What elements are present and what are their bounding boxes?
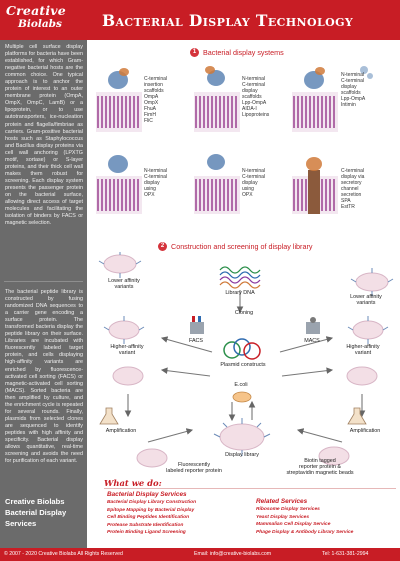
system-caption-4: N-terminal C-terminal display using OPX (144, 168, 168, 198)
lipid-lines-row-2 (97, 179, 335, 211)
section-1-title: Bacterial display systems (203, 47, 284, 57)
sidebar-divider (4, 281, 83, 282)
logo-line-2: Biolabs (18, 18, 62, 30)
plasmid-icons (223, 338, 261, 360)
label-display-library: Display library (225, 452, 259, 458)
footer-bar: © 2007 - 2020 Creative Biolabs All Right… (0, 548, 400, 561)
service-link-library-construction[interactable]: Bacterial Display Library Construction (107, 500, 197, 505)
ecoli-icon (232, 391, 252, 403)
label-fluorescent-reporter: Fluorescently labeled reporter protein (166, 462, 222, 475)
label-facs: FACS (188, 338, 204, 344)
related-link-ribosome[interactable]: Ribosome Display Services (256, 507, 320, 512)
bacterial-services-column: Bacterial Display Services Bacterial Dis… (107, 490, 196, 537)
system-caption-1: C-terminal insertion scaffolds OmpA OmpX… (144, 76, 168, 124)
service-link-epitope-mapping[interactable]: Epitope Mapping by Bacterial Display (107, 507, 195, 513)
service-link-protease-substrate[interactable]: Protease Substrate Identification (107, 522, 184, 528)
system-caption-5: N-terminal C-terminal display using OPX (242, 168, 266, 198)
proteins-row-1 (108, 70, 324, 89)
footer-email[interactable]: Email: info@creative-biolabs.com (194, 551, 272, 557)
label-library-dna: Library DNA (225, 290, 255, 296)
what-we-do-divider (104, 488, 396, 489)
label-lower-affinity-right: Lower affinity variants (350, 294, 382, 307)
section-1-header: 1 Bacterial display systems (190, 47, 284, 57)
membrane-illustration (96, 66, 373, 214)
label-ecoli: E.coli (234, 382, 248, 388)
brand-line-3: Services (5, 519, 37, 528)
related-link-phage[interactable]: Phage Display & Antibody Library Service (256, 529, 354, 535)
service-link-ligand-screening[interactable]: Protein Binding Ligand Screening (107, 530, 186, 536)
header-bar: Creative Biolabs Bacterial Display Techn… (0, 0, 400, 40)
section-1-number: 1 (190, 47, 199, 57)
macs-instrument (306, 317, 320, 334)
label-amplification-left: Amplification (105, 428, 137, 434)
display-systems-illustration: C-terminal insertion scaffolds OmpA OmpX… (92, 58, 396, 233)
logo-line-1: Creative (6, 3, 66, 18)
related-link-yeast[interactable]: Yeast Display Services (256, 514, 310, 520)
label-lower-affinity-left: Lower affinity variants (108, 278, 140, 291)
related-services-column: Related Services Ribosome Display Servic… (256, 497, 353, 536)
surface-proteins (98, 250, 394, 456)
lipid-lines-row-1 (97, 96, 335, 128)
label-biotin-reporter: Biotin tagged reporter protein & strepta… (286, 458, 354, 477)
footer-tel[interactable]: Tel: 1-631-381-2994 (322, 551, 369, 557)
service-link-cell-binding[interactable]: Cell Binding Peptides Identification (107, 515, 190, 521)
what-we-do-title: What we do: (104, 478, 162, 488)
label-macs: MACS (304, 338, 320, 344)
label-amplification-right: Amplification (349, 428, 381, 434)
brand-line-2: Bacterial Display (5, 508, 67, 517)
footer-copyright: © 2007 - 2020 Creative Biolabs All Right… (4, 551, 123, 557)
flow-arrows (124, 290, 366, 443)
sidebar: Multiple cell surface display platforms … (0, 40, 87, 548)
system-caption-2: N-terminal C-terminal display scaffolds … (242, 76, 270, 118)
section-2-number: 2 (158, 241, 167, 251)
sidebar-brand: Creative Biolabs Bacterial Display Servi… (5, 496, 85, 529)
related-link-mammalian[interactable]: Mammalian Cell Display Service (256, 522, 331, 528)
section-2-header: 2 Construction and screening of display … (158, 241, 312, 251)
label-cloning: Cloning (234, 310, 254, 316)
sidebar-text-systems: Multiple cell surface display platforms … (5, 44, 83, 227)
label-high-affinity-right: Higher-affinity variant (346, 344, 380, 357)
page-title: Bacterial Display Technology (102, 11, 354, 30)
related-services-heading: Related Services (256, 498, 308, 505)
library-dna-icon (219, 266, 261, 289)
brand-line-1: Creative Biolabs (5, 497, 65, 506)
amplification-flasks (99, 407, 367, 425)
label-high-affinity-left: Higher-affinity variant (110, 344, 144, 357)
sidebar-text-library: The bacterial peptide library is constru… (5, 289, 83, 465)
passenger-row-1 (119, 66, 325, 76)
logo[interactable]: Creative Biolabs (6, 4, 68, 36)
system-caption-6: C-terminal display via secretory channel… (341, 168, 365, 210)
facs-instrument (190, 316, 204, 334)
library-screening-diagram: Lower affinity variants Library DNA Lowe… (92, 250, 396, 477)
protein-cluster (360, 66, 373, 79)
proteins-row-2 (108, 154, 225, 173)
secretion-channel (306, 157, 322, 214)
screening-flow-svg (98, 250, 394, 468)
section-2-title: Construction and screening of display li… (171, 241, 313, 251)
label-plasmid-constructs: Plasmid constructs (220, 362, 266, 368)
system-caption-3: N-terminal C-terminal display scaffolds … (341, 72, 366, 108)
bacterial-services-heading: Bacterial Display Services (107, 491, 187, 498)
